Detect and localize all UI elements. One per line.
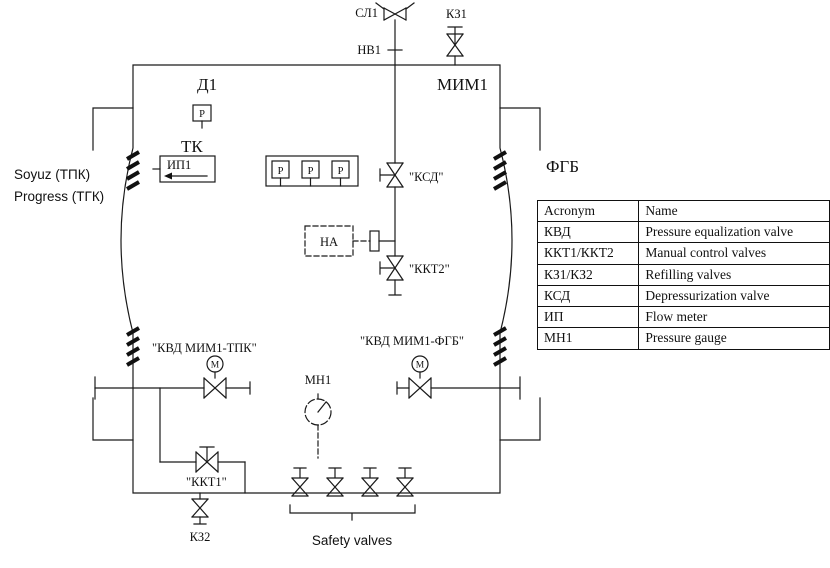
na-box bbox=[304, 225, 354, 257]
m-glyph-tpk: М bbox=[211, 361, 220, 371]
ksd-valve bbox=[379, 162, 404, 188]
cell-acronym: КЗ1/КЗ2 bbox=[536, 263, 640, 286]
sl1-vent-valve bbox=[375, 2, 415, 21]
ip1-flowmeter bbox=[152, 155, 216, 183]
kkt1-branch bbox=[159, 387, 246, 494]
p-glyph-1: Р bbox=[278, 166, 284, 177]
label-d1: Д1 bbox=[197, 75, 217, 94]
label-kz1: КЗ1 bbox=[446, 7, 467, 21]
header-acronym: Acronym bbox=[536, 199, 640, 223]
cell-name: Pressure gauge bbox=[638, 327, 830, 350]
seal-hatch-right-top bbox=[492, 150, 508, 191]
feedthrough-connector bbox=[369, 230, 380, 252]
table-row: КСД Depressurization valve bbox=[536, 284, 830, 308]
p-glyph-3: Р bbox=[338, 166, 344, 177]
motor-actuator-icon bbox=[411, 355, 429, 373]
label-progress: Progress (ТГК) bbox=[14, 189, 104, 204]
p-glyph-2: Р bbox=[308, 166, 314, 177]
seal-hatch-right-bottom bbox=[492, 326, 508, 367]
seal-hatch-left-top bbox=[125, 150, 141, 191]
docking-bracket-bottom-right bbox=[499, 397, 541, 441]
kkt2-valve bbox=[379, 255, 404, 281]
pressure-sensor-d1 bbox=[192, 104, 212, 129]
label-sl1: СЛ1 bbox=[355, 6, 378, 20]
cell-name: Pressure equalization valve bbox=[638, 221, 830, 244]
safety-valves-brace bbox=[289, 504, 416, 521]
label-na: НА bbox=[320, 235, 338, 249]
table-row: ИП Flow meter bbox=[536, 306, 830, 329]
vent-outlet bbox=[388, 279, 402, 296]
label-ip1: ИП1 bbox=[167, 158, 191, 172]
kz1-valve bbox=[446, 26, 464, 66]
cell-acronym: ИП bbox=[536, 306, 640, 329]
label-kkt1: "ККТ1" bbox=[186, 475, 227, 489]
cell-acronym: МН1 bbox=[536, 327, 640, 350]
label-safety-valves: Safety valves bbox=[312, 533, 393, 548]
label-mim1: МИМ1 bbox=[437, 75, 488, 94]
safety-valve-2 bbox=[326, 467, 344, 497]
label-kvd-tpk: "КВД МИМ1-ТПК" bbox=[152, 341, 257, 355]
table-row: МН1 Pressure gauge bbox=[536, 327, 830, 350]
safety-valve-3 bbox=[361, 467, 379, 497]
label-fgb: ФГБ bbox=[546, 157, 579, 176]
p-glyph-d1: Р bbox=[199, 109, 205, 120]
safety-valve-4 bbox=[396, 467, 414, 497]
cell-acronym: КВД bbox=[536, 221, 640, 244]
docking-bracket-top-right bbox=[499, 107, 541, 151]
motor-actuator-icon bbox=[206, 355, 224, 373]
acronym-table: Acronym Name КВД Pressure equalization v… bbox=[536, 199, 830, 350]
m-glyph-fgb: М bbox=[416, 361, 425, 371]
kkt1-valve bbox=[195, 446, 219, 473]
label-tk: ТК bbox=[181, 137, 203, 156]
header-name: Name bbox=[638, 199, 830, 223]
label-kz2: КЗ2 bbox=[190, 530, 211, 544]
label-soyuz: Soyuz (ТПК) bbox=[14, 167, 90, 182]
docking-bracket-bottom-left bbox=[92, 397, 134, 441]
cell-name: Manual control valves bbox=[638, 242, 830, 265]
pressure-sensor-block bbox=[265, 155, 359, 187]
kvd-fgb-assembly bbox=[396, 355, 521, 400]
label-kkt2: "ККТ2" bbox=[409, 262, 450, 276]
cell-name: Depressurization valve bbox=[638, 284, 830, 308]
module-outline bbox=[120, 64, 513, 494]
seal-hatch-left-bottom bbox=[125, 326, 141, 367]
kvd-tpk-assembly bbox=[94, 355, 251, 400]
table-row: КВД Pressure equalization valve bbox=[536, 221, 830, 244]
cell-name: Flow meter bbox=[638, 306, 830, 329]
kz2-valve bbox=[191, 492, 209, 525]
table-row: КЗ1/КЗ2 Refilling valves bbox=[536, 263, 830, 286]
table-row: ККТ1/ККТ2 Manual control valves bbox=[536, 242, 830, 265]
table-header-row: Acronym Name bbox=[536, 199, 830, 223]
docking-bracket-top-left bbox=[92, 107, 134, 151]
label-mn1: МН1 bbox=[305, 373, 331, 387]
label-kvd-fgb: "КВД МИМ1-ФГБ" bbox=[360, 334, 464, 348]
flow-arrow-icon bbox=[164, 172, 172, 180]
label-nv1: НВ1 bbox=[357, 43, 381, 57]
label-ksd: "КСД" bbox=[409, 170, 443, 184]
safety-valve-1 bbox=[291, 467, 309, 497]
mn1-gauge bbox=[304, 393, 332, 459]
cell-acronym: ККТ1/ККТ2 bbox=[536, 242, 640, 265]
cell-acronym: КСД bbox=[536, 284, 640, 308]
cell-name: Refilling valves bbox=[638, 263, 830, 286]
